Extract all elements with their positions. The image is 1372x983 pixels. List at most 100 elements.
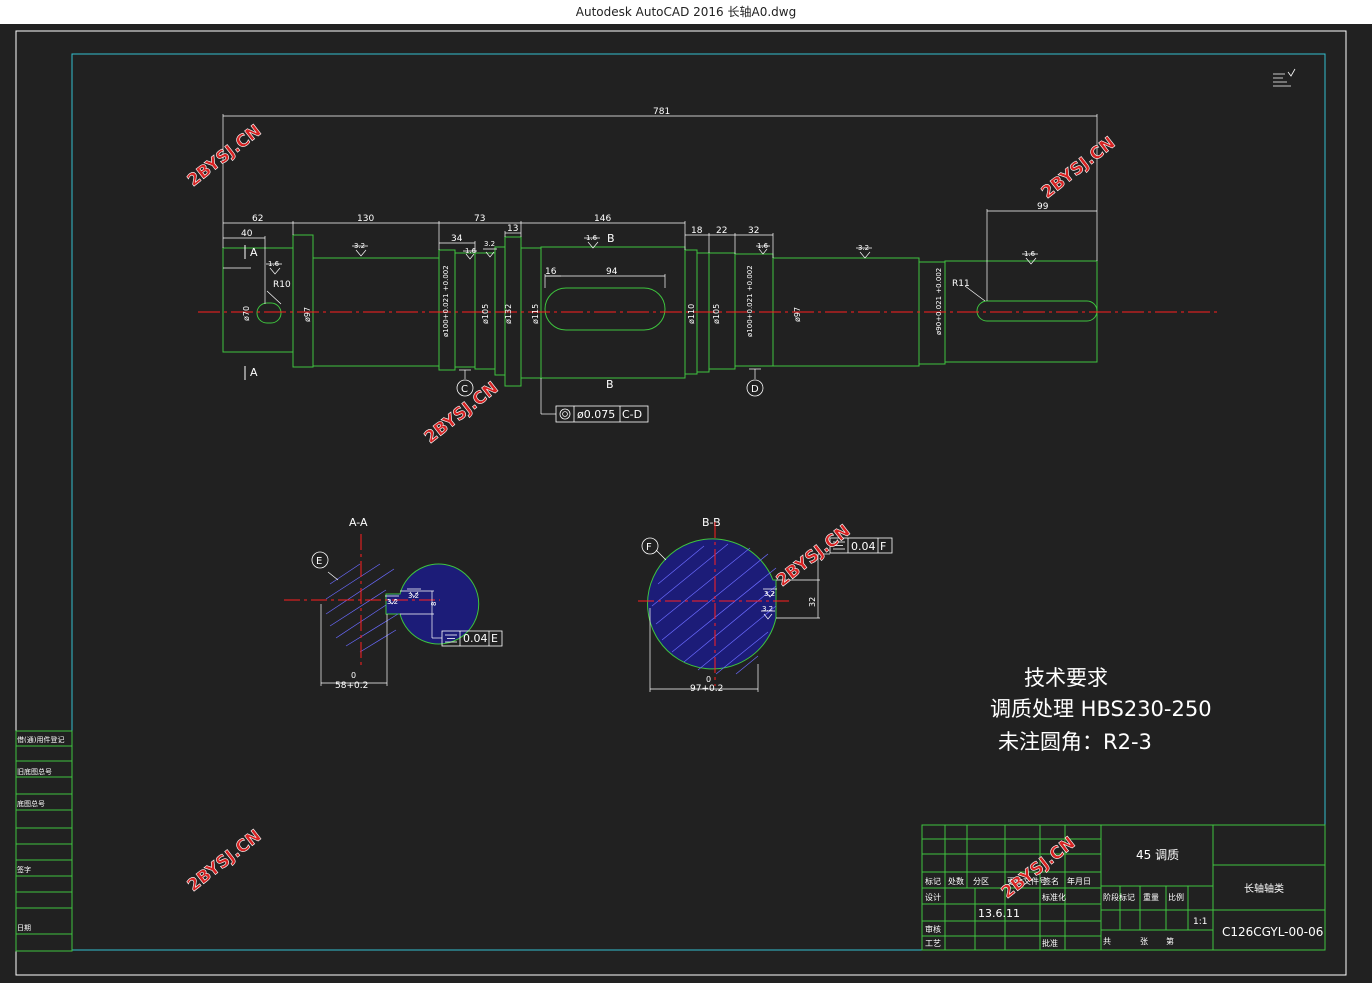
svg-text:ø0.075: ø0.075 [577, 408, 615, 421]
bb-dim: 97+0.2 [690, 684, 723, 694]
rough-6: 1.6 [757, 242, 769, 250]
cad-drawing[interactable]: 781 62 40 130 73 34 13 146 18 22 32 99 1… [0, 24, 1372, 983]
svg-text:分区: 分区 [973, 877, 989, 886]
aa-key: 8 [430, 602, 438, 606]
dia-100b: ø100+0.021 +0.002 [746, 265, 754, 337]
svg-text:重量: 重量 [1143, 892, 1159, 902]
aa-dim-tol: 0 [351, 671, 356, 680]
svg-text:签名: 签名 [1043, 876, 1059, 886]
window-titlebar: Autodesk AutoCAD 2016 长轴A0.dwg [0, 0, 1372, 24]
svg-text:C-D: C-D [622, 408, 642, 421]
aa-dim: 58+0.2 [335, 681, 368, 691]
svg-text:底图总号: 底图总号 [17, 799, 45, 808]
dim-16: 16 [545, 267, 557, 277]
svg-text:签字: 签字 [17, 865, 31, 874]
shaft-main-view[interactable] [222, 234, 1098, 387]
rough-4: 3.2 [484, 240, 495, 248]
dim-40: 40 [241, 229, 253, 239]
dia-97b: ø97 [793, 307, 802, 322]
dim-146: 146 [594, 214, 611, 224]
rough-2: 1.6 [268, 260, 280, 268]
svg-text:3.2: 3.2 [762, 605, 773, 613]
watermarks: 2BYSJ.CN 2BYSJ.CN 2BYSJ.CN 2BYSJ.CN 2BYS… [183, 121, 1120, 903]
rough-1: 3.2 [354, 242, 365, 250]
rough-5: 1.6 [586, 234, 598, 242]
dim-32: 32 [748, 226, 759, 236]
svg-text:比例: 比例 [1168, 892, 1184, 902]
svg-text:F: F [880, 540, 886, 553]
section-mark-b: B [607, 232, 615, 245]
section-title-aa: A-A [349, 516, 368, 529]
svg-text:D: D [751, 384, 759, 395]
svg-text:0.04: 0.04 [463, 632, 488, 645]
svg-text:旧底图总号: 旧底图总号 [17, 767, 52, 776]
svg-text:处数: 处数 [948, 876, 964, 886]
svg-text:日期: 日期 [17, 924, 31, 932]
title-block[interactable] [921, 824, 1326, 951]
watermark-4: 2BYSJ.CN [773, 521, 855, 591]
section-title-bb: B-B [702, 516, 721, 529]
section-a-a[interactable]: A-A E 0 58+0.2 8 [284, 516, 503, 691]
section-b-b[interactable]: B-B F 0 [638, 516, 893, 694]
svg-text:借(通)用件登记: 借(通)用件登记 [17, 735, 64, 744]
coaxiality-tolerance-frame: ø0.075 C-D [555, 405, 649, 423]
technical-requirements: 技术要求 调质处理 HBS230-250 未注圆角：R2-3 [990, 666, 1212, 754]
watermark-5: 2BYSJ.CN [184, 826, 266, 896]
dim-99: 99 [1037, 202, 1049, 212]
title-block-part-name: 长轴轴类 [1244, 882, 1284, 895]
svg-text:标准化: 标准化 [1042, 892, 1066, 902]
svg-text:3.2: 3.2 [408, 592, 419, 600]
svg-text:张: 张 [1140, 937, 1148, 946]
svg-text:第: 第 [1166, 936, 1174, 946]
svg-text:C: C [461, 384, 468, 395]
watermark-2: 2BYSJ.CN [1038, 133, 1120, 203]
section-mark-a: A [250, 246, 258, 259]
dim-r11: R11 [952, 279, 970, 289]
title-block-labels: 标记 处数 分区 更改文件号 签名 年月日 设计 标准化 审核 工艺 批准 阶段… [925, 876, 1184, 948]
svg-text:F: F [646, 542, 652, 553]
svg-text:E: E [316, 556, 322, 567]
window-title: Autodesk AutoCAD 2016 长轴A0.dwg [575, 5, 797, 19]
rough-3: 1.6 [465, 247, 477, 255]
dia-115: ø115 [531, 304, 540, 324]
bb-key: 32 [808, 597, 817, 607]
section-mark-a2: A [250, 366, 258, 379]
svg-text:阶段标记: 阶段标记 [1103, 892, 1135, 902]
drawing-canvas[interactable]: 781 62 40 130 73 34 13 146 18 22 32 99 1… [0, 24, 1372, 983]
svg-text:0.04: 0.04 [851, 540, 876, 553]
datum-c: C [456, 379, 474, 397]
sheet-border [15, 30, 1347, 976]
svg-text:E: E [491, 632, 498, 645]
watermark-1: 2BYSJ.CN [184, 121, 266, 191]
svg-text:3.2: 3.2 [387, 598, 398, 606]
dim-73: 73 [474, 214, 485, 224]
title-block-drawing-no: C126CGYL-00-06 [1222, 925, 1323, 939]
shaft-dimensions [222, 114, 1098, 415]
tech-heading: 技术要求 [1024, 666, 1108, 690]
watermark-6: 2BYSJ.CN [998, 833, 1080, 903]
general-roughness-mark [1273, 68, 1296, 87]
svg-text:设计: 设计 [925, 892, 941, 902]
side-table-labels: 借(通)用件登记 旧底图总号 底图总号 签字 日期 [17, 735, 64, 932]
rough-7: 3.2 [858, 244, 869, 252]
dia-132: ø132 [504, 304, 513, 324]
dia-90: ø90+0.021 +0.002 [935, 268, 943, 335]
dia-100a: ø100+0.021 +0.002 [442, 265, 450, 337]
dia-105a: ø105 [481, 304, 490, 324]
dim-22: 22 [716, 226, 727, 236]
title-block-date: 13.6.11 [978, 907, 1020, 920]
shaft-dim-texts: 781 62 40 130 73 34 13 146 18 22 32 99 1… [241, 107, 1049, 290]
dia-105b: ø105 [712, 304, 721, 324]
title-block-scale: 1:1 [1193, 917, 1207, 927]
svg-text:年月日: 年月日 [1067, 876, 1091, 886]
dim-130: 130 [357, 214, 374, 224]
datum-d: D [746, 379, 764, 397]
svg-text:批准: 批准 [1042, 938, 1058, 948]
dim-13: 13 [507, 224, 518, 234]
tech-line1: 调质处理 HBS230-250 [990, 697, 1212, 721]
diameter-labels: ø70 ø97 ø100+0.021 +0.002 ø105 ø132 ø115… [242, 265, 943, 337]
svg-text:审核: 审核 [925, 924, 941, 934]
svg-text:3.2: 3.2 [764, 590, 775, 598]
dim-r10: R10 [273, 280, 291, 290]
rough-8: 1.6 [1024, 250, 1036, 258]
